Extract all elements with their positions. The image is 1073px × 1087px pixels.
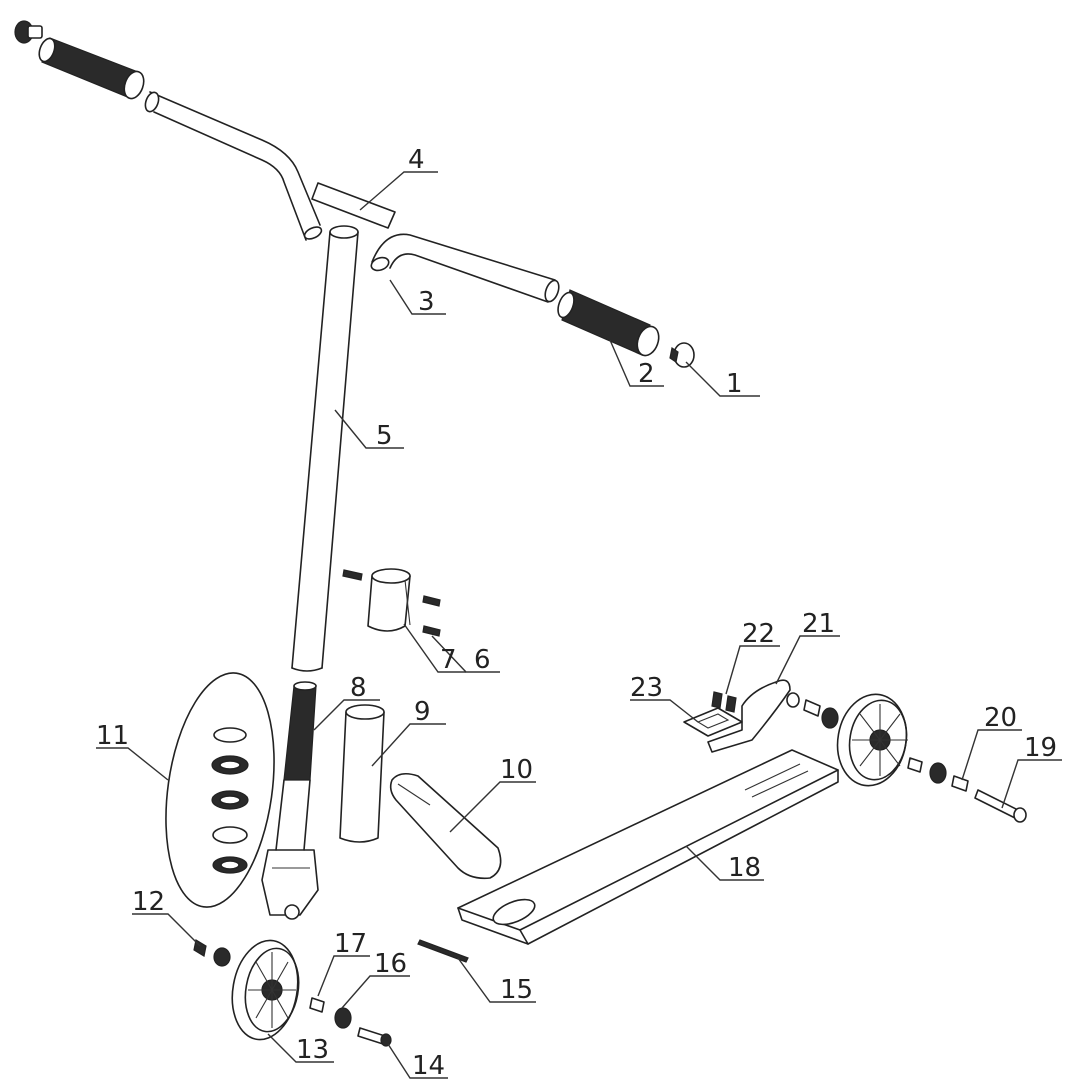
label-7: 7 — [440, 645, 457, 675]
part-12-spacer — [193, 939, 231, 967]
handlebar-right — [370, 233, 560, 303]
rear-wheel — [836, 693, 908, 787]
label-15: 15 — [500, 975, 533, 1005]
label-23: 23 — [630, 673, 663, 703]
label-12: 12 — [132, 887, 165, 917]
label-6: 6 — [474, 645, 491, 675]
label-2: 2 — [638, 359, 655, 389]
part-19-axle-bolt — [974, 789, 1027, 823]
label-5: 5 — [376, 421, 393, 451]
part-7-clamp — [367, 568, 411, 632]
left-bar-end-plug — [14, 20, 43, 44]
part-15-bolt — [417, 939, 469, 963]
left-grip — [38, 37, 145, 100]
label-18: 18 — [728, 853, 761, 883]
part-8-fork — [261, 681, 319, 920]
label-11: 11 — [96, 721, 129, 751]
label-3: 3 — [418, 287, 435, 317]
part-17-axle-spacer — [309, 997, 325, 1013]
label-4: 4 — [408, 145, 425, 175]
part-18-deck — [457, 749, 839, 945]
label-10: 10 — [500, 755, 533, 785]
rear-spacer-right — [907, 757, 947, 784]
label-22: 22 — [742, 619, 775, 649]
part-labels: 1 2 3 4 5 6 7 8 9 10 11 12 13 14 15 16 1… — [96, 145, 1057, 1081]
part-6-bolts — [342, 569, 441, 637]
part-14-axle-bolt — [357, 1027, 392, 1047]
part-21-brake — [707, 679, 791, 753]
label-13: 13 — [296, 1035, 329, 1065]
label-19: 19 — [1024, 733, 1057, 763]
label-8: 8 — [350, 673, 367, 703]
part-23-plate — [683, 707, 743, 737]
leader-lines — [96, 171, 1062, 1079]
part-9-sleeve — [339, 704, 385, 843]
label-14: 14 — [412, 1051, 445, 1081]
part-11-headset — [165, 672, 275, 908]
part-22-screws — [711, 691, 737, 713]
label-17: 17 — [334, 929, 367, 959]
rear-spacer-left — [786, 692, 839, 729]
part-5-tube — [291, 225, 359, 672]
right-grip — [557, 289, 660, 357]
label-9: 9 — [414, 697, 431, 727]
part-16-bearing — [334, 1007, 352, 1029]
handlebar-left — [144, 91, 323, 241]
part-10-neck — [389, 772, 502, 880]
part-13-front-wheel — [231, 939, 300, 1041]
label-1: 1 — [726, 369, 743, 399]
label-21: 21 — [802, 609, 835, 639]
part-20-spacer — [951, 775, 969, 792]
label-16: 16 — [374, 949, 407, 979]
right-bar-end-plug — [669, 342, 695, 368]
label-20: 20 — [984, 703, 1017, 733]
